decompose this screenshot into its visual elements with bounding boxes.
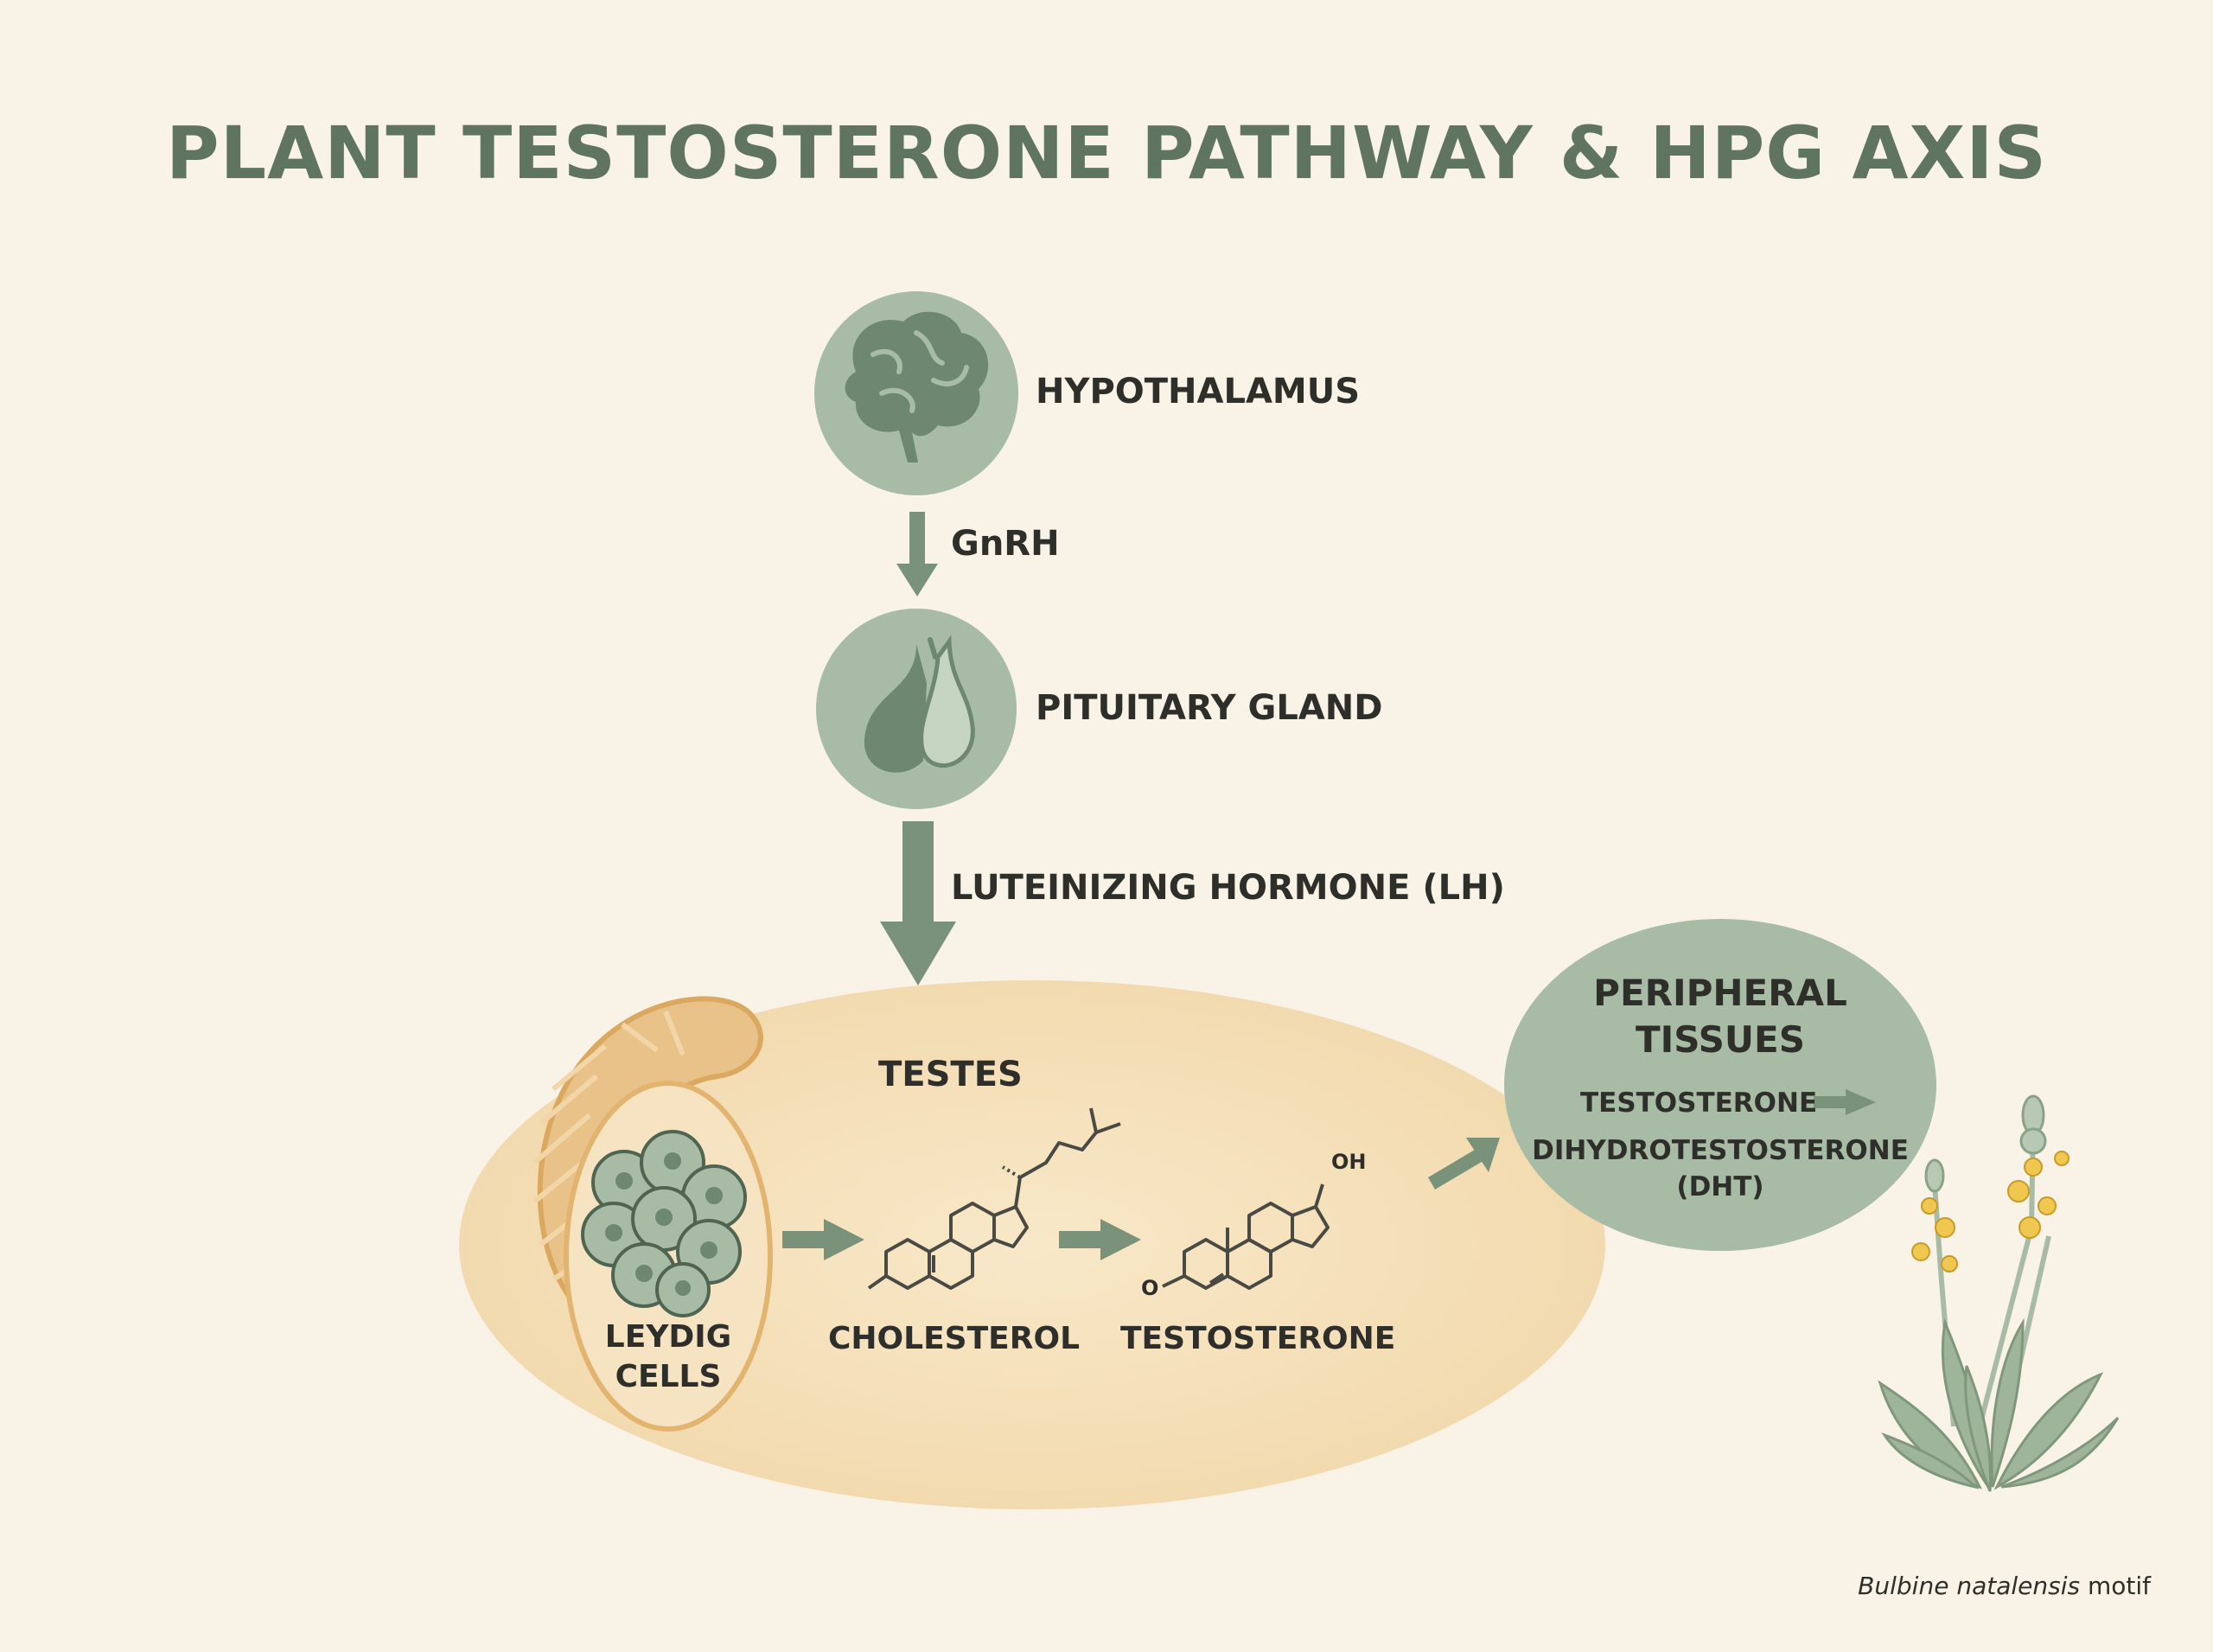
peripheral-tissues-title: PERIPHERAL TISSUES (1547, 970, 1893, 1063)
arrow-to-testosterone (1059, 1219, 1141, 1260)
peripheral-testosterone-label: TESTOSTERONE (1580, 1088, 1818, 1119)
bulbine-plant-icon (1878, 1094, 2120, 1492)
dht-label: DIHYDROTESTOSTERONE (DHT) (1530, 1132, 1910, 1205)
leydig-label-line2: CELLS (615, 1359, 722, 1394)
dht-conversion-arrow (1814, 1089, 1876, 1115)
cholesterol-label: CHOLESTEROL (828, 1321, 1081, 1356)
pituitary-label: PITUITARY GLAND (1036, 688, 1383, 728)
gnrh-label: GnRH (951, 524, 1060, 564)
ketone-label: O (1141, 1276, 1159, 1300)
lh-arrow (880, 821, 956, 985)
testes-ellipse (459, 980, 1605, 1509)
testosterone-structure-icon (1162, 1183, 1330, 1290)
pituitary-node (816, 609, 1017, 809)
arrow-to-cholesterol (782, 1219, 864, 1260)
arrow-to-peripheral (1428, 1138, 1500, 1190)
testosterone-label: TESTOSTERONE (1120, 1321, 1396, 1356)
cholesterol-structure-icon (867, 1107, 1121, 1290)
dht-full-name: DIHYDROTESTOSTERONE (1532, 1135, 1909, 1166)
hypothalamus-node (814, 291, 1018, 495)
oh-group-label: OH (1331, 1150, 1367, 1174)
lh-label: LUTEINIZING HORMONE (LH) (951, 868, 1505, 908)
plant-caption-suffix: motif (2080, 1572, 2151, 1600)
plant-species-name: Bulbine natalensis (1858, 1572, 2081, 1600)
peripheral-title-line2: TISSUES (1636, 1018, 1805, 1061)
peripheral-tissues-ellipse (1504, 919, 1936, 1251)
leydig-cells-icon (581, 1130, 747, 1317)
page-title: PLANT TESTOSTERONE PATHWAY & HPG AXIS (166, 111, 2047, 195)
brain-icon (845, 311, 989, 462)
hypothalamus-label: HYPOTHALAMUS (1036, 372, 1361, 411)
pituitary-icon (864, 635, 975, 773)
dht-abbreviation: (DHT) (1676, 1171, 1764, 1202)
peripheral-title-line1: PERIPHERAL (1593, 972, 1847, 1014)
gnrh-arrow (896, 512, 938, 596)
leydig-label-line1: LEYDIG (604, 1319, 732, 1355)
testes-label: TESTES (878, 1055, 1023, 1094)
plant-caption: Bulbine natalensis motif (1858, 1572, 2151, 1600)
leydig-cells-label: LEYDIG CELLS (593, 1317, 743, 1397)
